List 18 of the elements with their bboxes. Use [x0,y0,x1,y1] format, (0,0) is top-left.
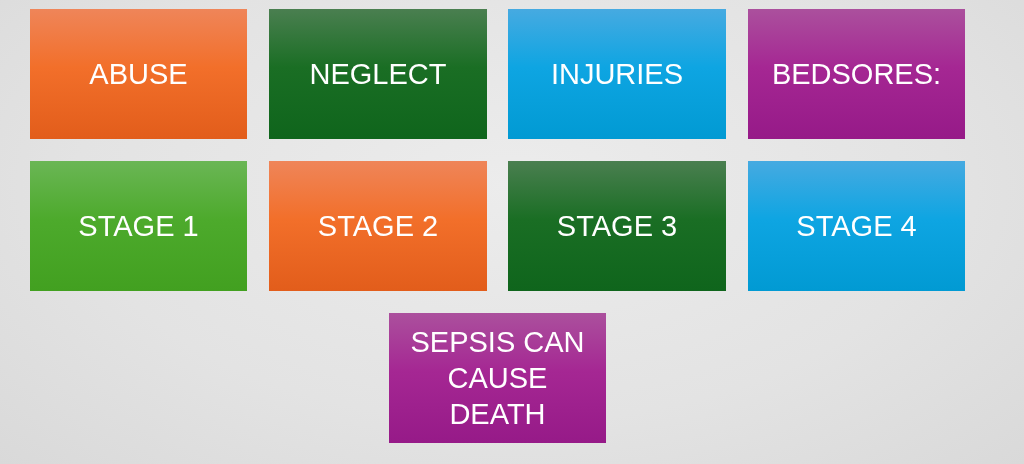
tile [30,9,247,139]
tile [508,161,726,291]
tile-label: STAGE 2 [317,209,439,244]
tile [389,313,606,443]
tile-label: STAGE 3 [556,209,678,244]
tile [748,161,965,291]
tile-label: STAGE 4 [796,209,917,244]
tile [269,9,487,139]
tile [508,9,726,139]
tile-label: STAGE 1 [78,209,199,244]
tile [269,161,487,291]
tile-label: SEPSIS CAN CAUSE DEATH [409,325,586,432]
tile-label: NEGLECT [309,57,447,92]
tile-label: INJURIES [550,57,684,92]
tile-label: ABUSE [89,57,188,92]
tile [748,9,965,139]
tile-label: BEDSORES: [771,57,942,92]
tile [30,161,247,291]
